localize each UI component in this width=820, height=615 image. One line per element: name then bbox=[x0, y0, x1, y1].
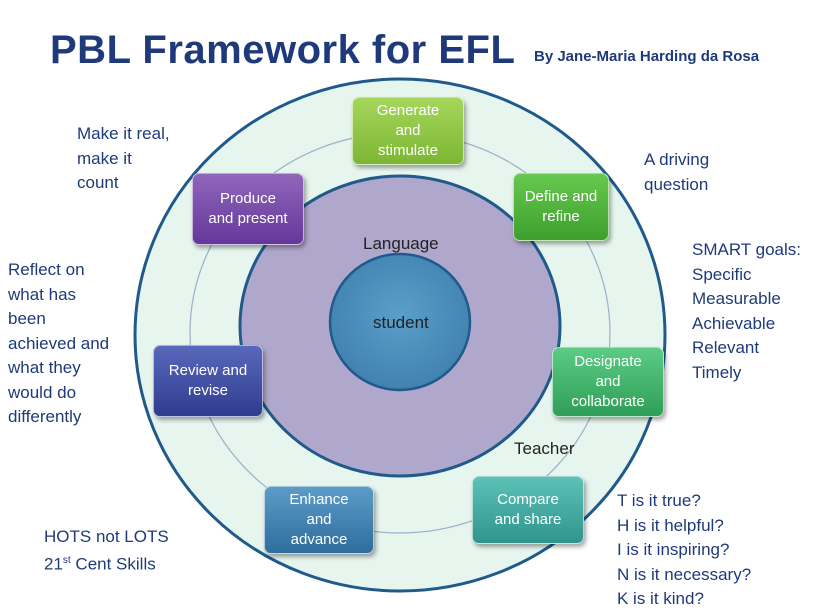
note-think-acronym: T is it true? H is it helpful? I is it i… bbox=[617, 491, 752, 608]
step-define-refine: Define and refine bbox=[513, 173, 609, 241]
cent-text: Cent Skills bbox=[70, 554, 156, 574]
step-generate-stimulate: Generate and stimulate bbox=[352, 97, 464, 165]
note-driving-question: A driving question bbox=[644, 150, 710, 194]
step-produce-present: Produce and present bbox=[192, 173, 304, 245]
cent-number: 21 bbox=[44, 554, 63, 574]
page-title: PBL Framework for EFL bbox=[50, 28, 516, 72]
step-enhance-advance: Enhance and advance bbox=[264, 486, 374, 554]
step-designate-collaborate: Designate and collaborate bbox=[552, 347, 664, 417]
note-make-it-real: Make it real, make it count bbox=[77, 124, 170, 192]
note-hots: HOTS not LOTS bbox=[44, 527, 169, 546]
student-label: student bbox=[373, 313, 429, 332]
step-compare-share: Compare and share bbox=[472, 476, 584, 544]
teacher-label: Teacher bbox=[514, 439, 575, 458]
note-smart-goals: SMART goals: Specific Measurable Achieva… bbox=[692, 240, 801, 382]
author-credit: By Jane-Maria Harding da Rosa bbox=[534, 48, 760, 65]
cent-superscript: st bbox=[62, 555, 71, 566]
note-21st-century-skills: 21st Cent Skills bbox=[44, 549, 156, 577]
note-reflect: Reflect on what has been achieved and wh… bbox=[8, 260, 110, 426]
step-review-revise: Review and revise bbox=[153, 345, 263, 417]
language-label: Language bbox=[363, 234, 439, 253]
student-circle bbox=[328, 252, 472, 392]
